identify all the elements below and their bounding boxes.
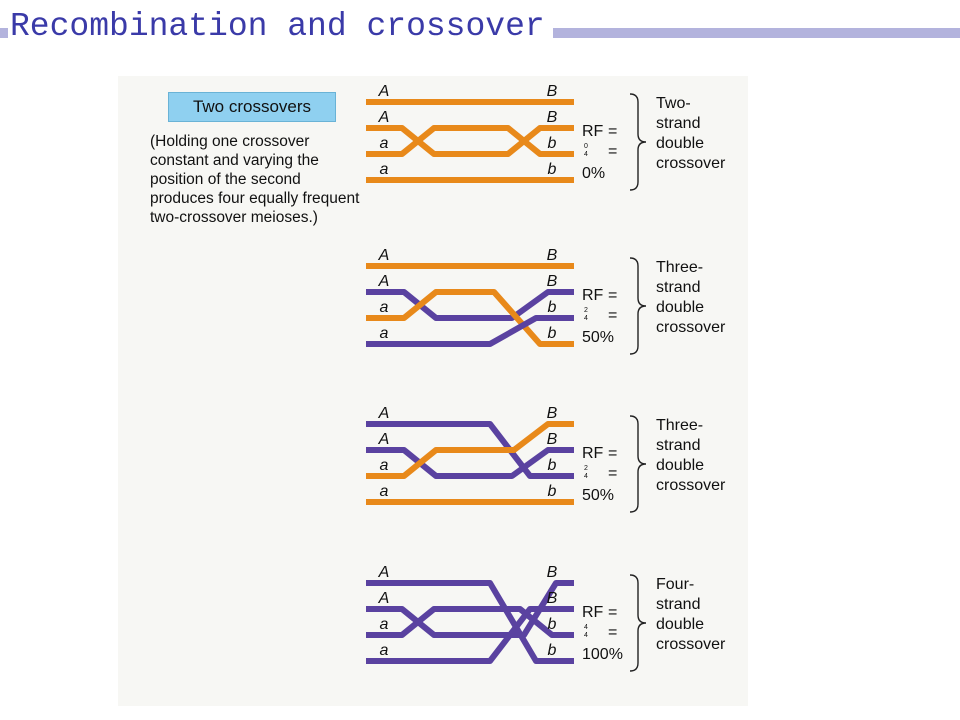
equals-sign: =	[608, 604, 617, 621]
allele-label-right: B	[547, 273, 558, 290]
caption-note: (Holding one crossover constant and vary…	[150, 133, 360, 226]
allele-label-left: a	[380, 161, 389, 178]
allele-label-left: a	[380, 135, 389, 152]
rf-label: RF	[582, 123, 604, 140]
crossover-class-label: double	[656, 616, 704, 633]
chromatid-strand	[366, 315, 574, 347]
rf-numerator: 2	[584, 465, 588, 472]
crossover-class-label: Two-	[656, 95, 691, 112]
crossover-class-label: double	[656, 299, 704, 316]
crossover-class-label: crossover	[656, 636, 726, 653]
bracket-brace	[629, 93, 647, 191]
allele-label-left: A	[378, 431, 390, 448]
equals-sign: =	[608, 287, 617, 304]
rf-percent: 50%	[582, 487, 614, 504]
equals-sign: =	[608, 123, 617, 140]
rf-numerator: 2	[584, 307, 588, 314]
crossover-class-label: double	[656, 135, 704, 152]
crossover-class-label: Four-	[656, 576, 694, 593]
allele-label-right: b	[548, 299, 557, 316]
crossover-class-label: Three-	[656, 417, 703, 434]
allele-label-right: B	[547, 431, 558, 448]
allele-label-left: A	[378, 273, 390, 290]
equals-sign: =	[608, 465, 617, 482]
chromatid-strand	[366, 289, 574, 321]
rf-percent: 100%	[582, 646, 623, 663]
bracket-brace	[629, 257, 647, 355]
allele-label-left: A	[378, 83, 390, 100]
rf-label: RF	[582, 445, 604, 462]
allele-label-left: a	[380, 457, 389, 474]
chromatid-strand	[366, 447, 574, 479]
allele-label-left: a	[380, 642, 389, 659]
crossover-class-label: crossover	[656, 477, 726, 494]
rf-numerator: 4	[584, 624, 588, 631]
chromatid-strand	[366, 421, 574, 479]
crossover-panel: A B A Ba b a b RF= 24 = 50% Three-strand double cross…	[366, 405, 726, 513]
equals-sign: =	[608, 624, 617, 641]
crossover-class-label: strand	[656, 437, 700, 454]
allele-label-left: A	[378, 405, 390, 422]
chromatid-strand	[366, 580, 574, 638]
rf-percent: 50%	[582, 329, 614, 346]
allele-label-left: A	[378, 590, 390, 607]
equals-sign: =	[608, 307, 617, 324]
allele-label-left: A	[378, 109, 390, 126]
allele-label-right: b	[548, 457, 557, 474]
allele-label-right: B	[547, 109, 558, 126]
allele-label-right: B	[547, 564, 558, 581]
bracket-brace	[629, 415, 647, 513]
allele-label-left: a	[380, 325, 389, 342]
equals-sign: =	[608, 143, 617, 160]
crossover-class-label: crossover	[656, 155, 726, 172]
rf-denominator: 4	[584, 473, 588, 480]
crossover-class-label: strand	[656, 279, 700, 296]
allele-label-left: a	[380, 616, 389, 633]
allele-label-right: b	[548, 483, 557, 500]
allele-label-left: a	[380, 483, 389, 500]
rf-label: RF	[582, 287, 604, 304]
rf-percent: 0%	[582, 165, 605, 182]
allele-label-right: b	[548, 325, 557, 342]
crossover-class-label: double	[656, 457, 704, 474]
chromatid-strand	[366, 289, 574, 347]
crossover-class-label: strand	[656, 596, 700, 613]
rf-denominator: 4	[584, 315, 588, 322]
chromatid-strand	[366, 580, 574, 664]
chromatid-strand	[366, 606, 574, 664]
allele-label-right: B	[547, 83, 558, 100]
allele-label-left: A	[378, 564, 390, 581]
crossover-class-label: Three-	[656, 259, 703, 276]
rf-denominator: 4	[584, 151, 588, 158]
chromatid-strand	[366, 606, 574, 638]
crossover-panel: A B A Ba b a b RF= 44 = 100% Four-strand double cross…	[366, 564, 726, 672]
allele-label-right: b	[548, 135, 557, 152]
crossover-panel: A B A Ba b a b RF= 24 = 50% Three-strand double cross…	[366, 247, 726, 355]
allele-label-left: a	[380, 299, 389, 316]
allele-label-right: b	[548, 642, 557, 659]
allele-label-right: b	[548, 616, 557, 633]
caption-label: Two crossovers	[168, 92, 336, 122]
bracket-brace	[629, 574, 647, 672]
rf-denominator: 4	[584, 632, 588, 639]
rf-label: RF	[582, 604, 604, 621]
crossover-class-label: strand	[656, 115, 700, 132]
allele-label-right: B	[547, 405, 558, 422]
allele-label-right: B	[547, 247, 558, 264]
chromatid-strand	[366, 125, 574, 157]
allele-label-right: b	[548, 161, 557, 178]
chromatid-strand	[366, 125, 574, 157]
crossover-class-label: crossover	[656, 319, 726, 336]
allele-label-left: A	[378, 247, 390, 264]
allele-label-right: B	[547, 590, 558, 607]
slide-title: Recombination and crossover	[8, 6, 553, 48]
rf-numerator: 0	[584, 143, 588, 150]
equals-sign: =	[608, 445, 617, 462]
